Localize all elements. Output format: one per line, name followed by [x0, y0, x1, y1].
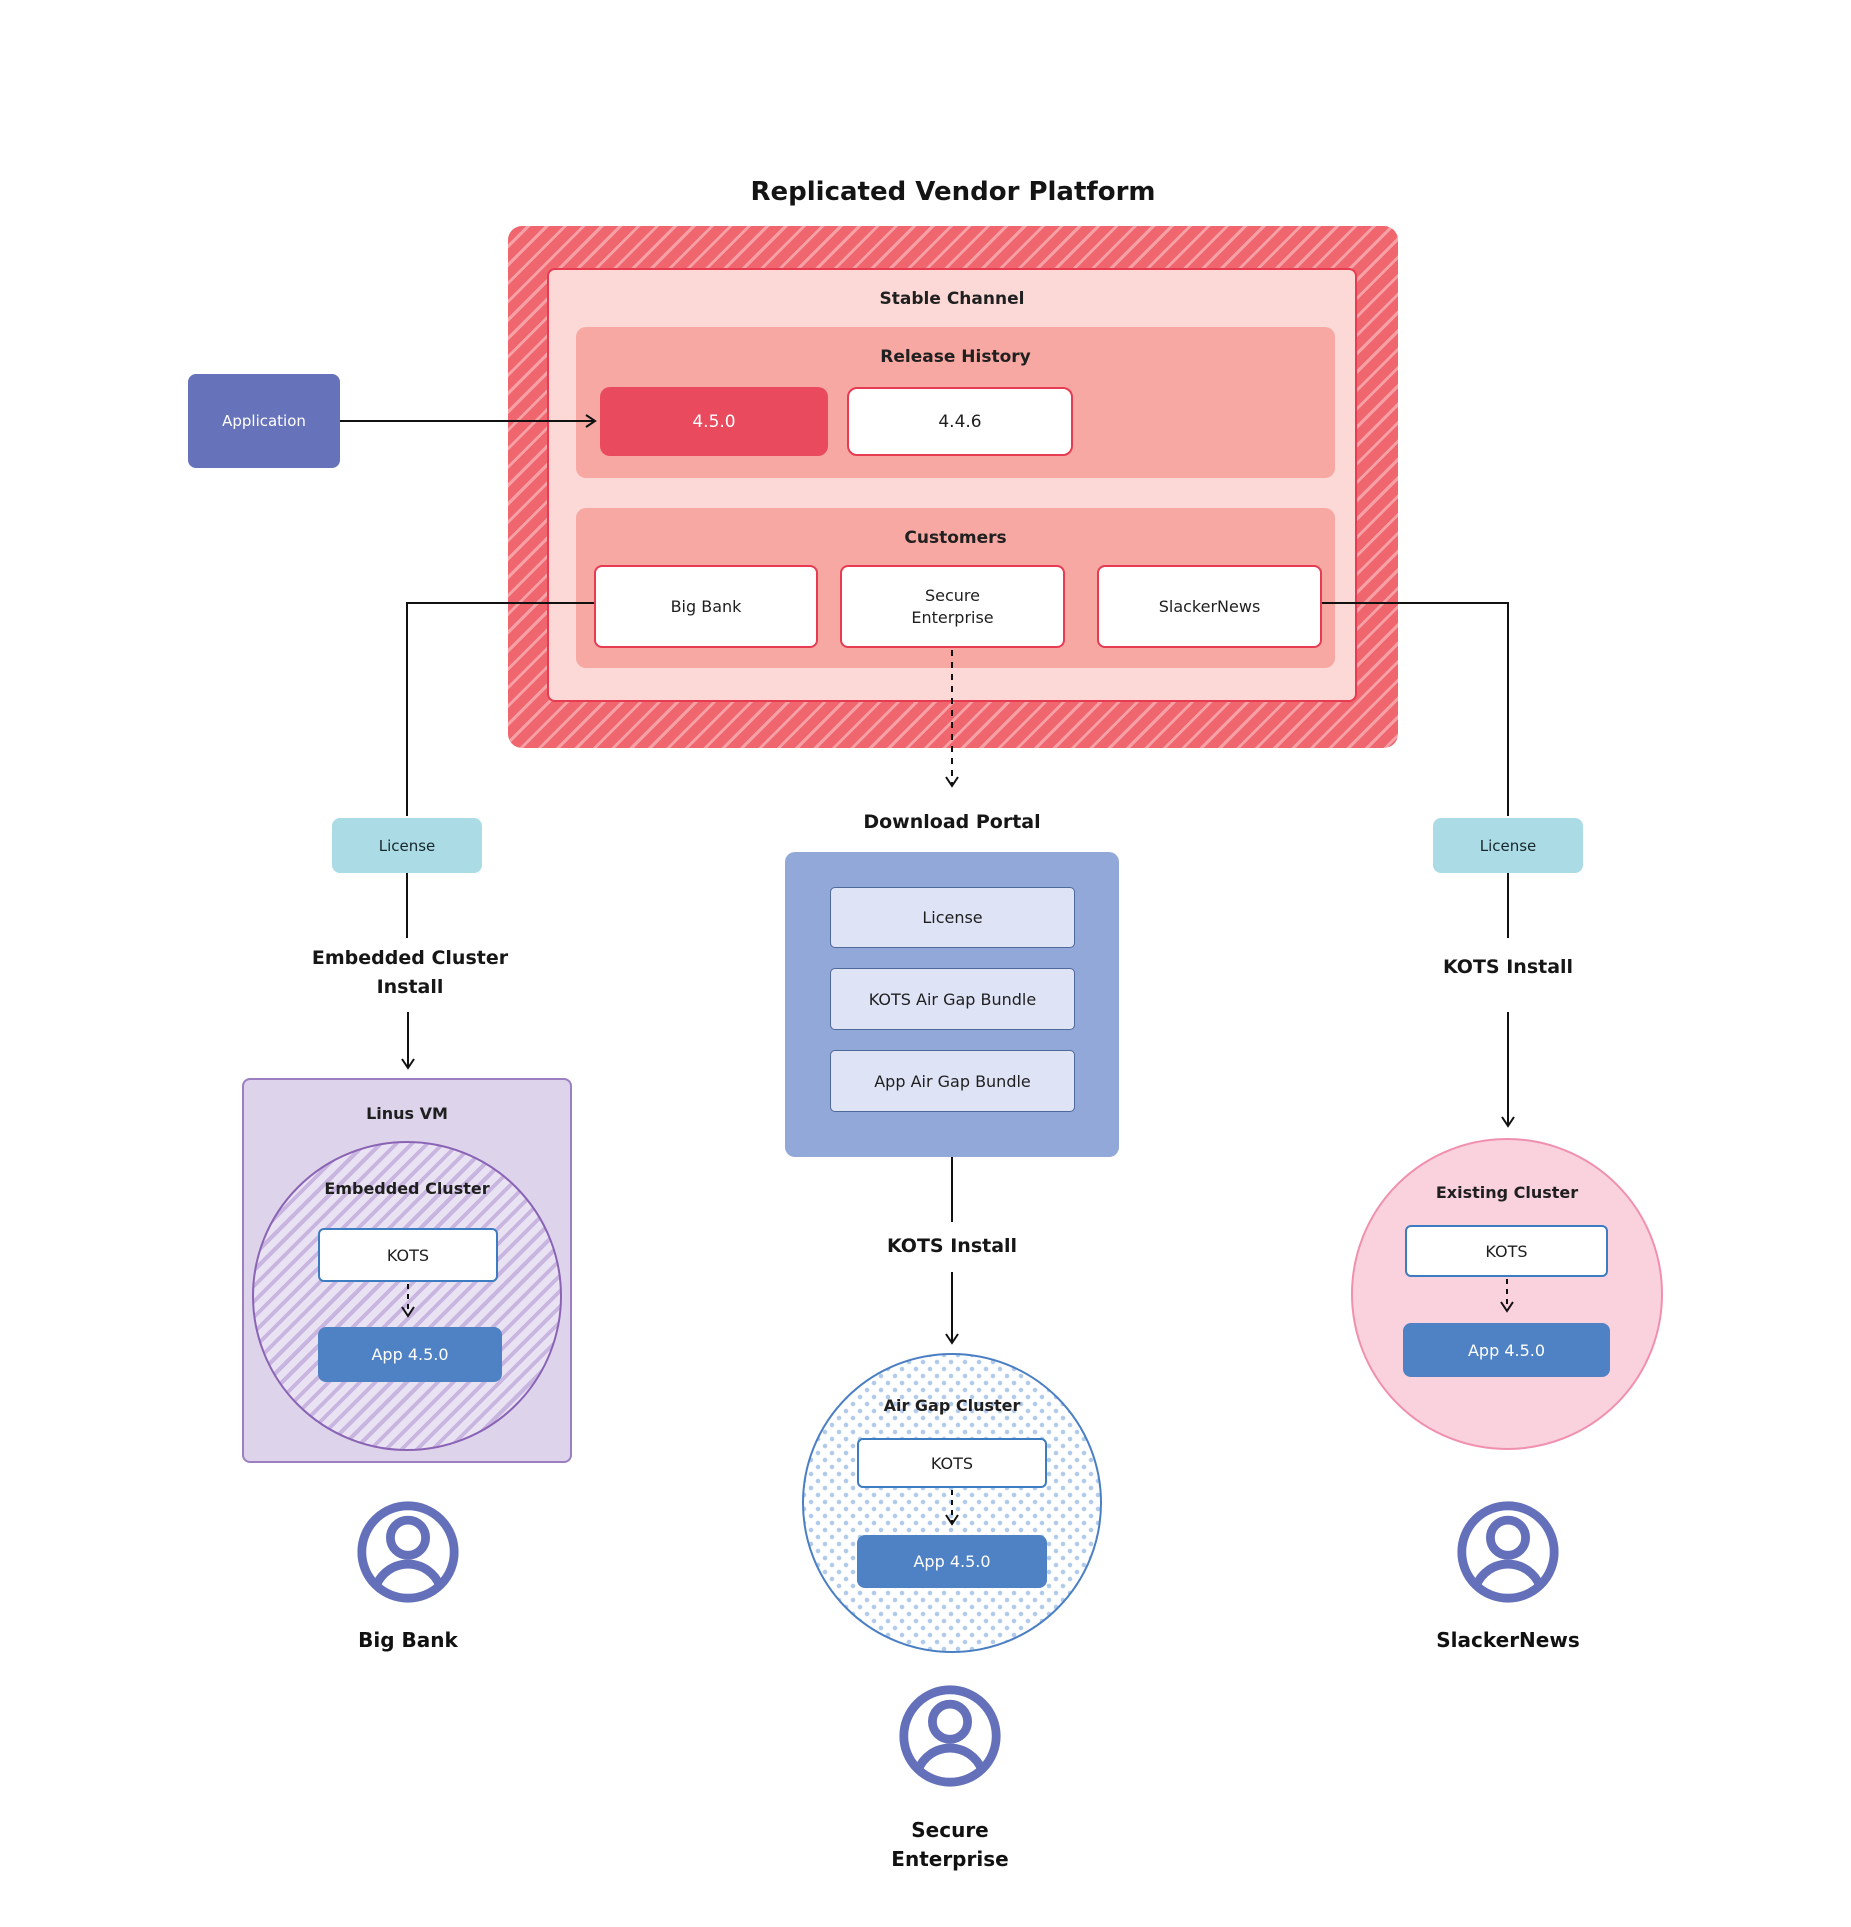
existing-cluster-label: Existing Cluster: [1435, 1182, 1579, 1202]
customer-big-bank-label: Big Bank: [670, 596, 742, 616]
big-bank-user-label: Big Bank: [358, 1628, 458, 1652]
left-app-box: App 4.5.0: [318, 1327, 502, 1382]
linus-vm-label: Linus VM: [366, 1103, 448, 1123]
big-bank-user-icon: [357, 1501, 459, 1603]
embedded-cluster-circle: [252, 1141, 562, 1451]
secure-enterprise-user-line2: Enterprise: [891, 1847, 1009, 1871]
customer-secure-line2: Enterprise: [911, 607, 994, 627]
release-4-5-0: 4.5.0: [600, 387, 828, 456]
middle-kots-install-label: KOTS Install: [886, 1235, 1018, 1257]
embedded-cluster-install-line1: Embedded Cluster: [311, 947, 509, 969]
portal-item-app-airgap-bundle: App Air Gap Bundle: [830, 1050, 1075, 1112]
left-kots-box: KOTS: [318, 1228, 498, 1282]
portal-item-license: License: [830, 887, 1075, 948]
stable-channel-label: Stable Channel: [879, 289, 1025, 309]
air-gap-cluster-label: Air Gap Cluster: [883, 1395, 1021, 1415]
air-gap-cluster-circle: [802, 1353, 1102, 1653]
right-kots-box: KOTS: [1405, 1225, 1608, 1277]
application-box: Application: [188, 374, 340, 468]
release-4-4-6: 4.4.6: [847, 387, 1073, 456]
diagram-title: Replicated Vendor Platform: [750, 177, 1156, 207]
left-license-box: License: [332, 818, 482, 873]
customer-secure-enterprise: Secure Enterprise: [840, 565, 1065, 648]
embedded-cluster-label: Embedded Cluster: [324, 1178, 490, 1198]
customer-big-bank: Big Bank: [594, 565, 818, 648]
slackernews-user-label: SlackerNews: [1436, 1628, 1580, 1652]
embedded-cluster-install-line2: Install: [376, 976, 444, 998]
secure-enterprise-user-icon: [899, 1685, 1001, 1787]
customer-slackernews-label: SlackerNews: [1158, 596, 1261, 616]
right-kots-install-label: KOTS Install: [1442, 956, 1574, 978]
customer-secure-line1: Secure: [924, 585, 980, 605]
middle-app-box: App 4.5.0: [857, 1535, 1047, 1588]
download-portal-label: Download Portal: [863, 811, 1041, 833]
middle-kots-box: KOTS: [857, 1438, 1047, 1488]
customer-slackernews: SlackerNews: [1097, 565, 1322, 648]
right-license-box: License: [1433, 818, 1583, 873]
right-app-box: App 4.5.0: [1403, 1323, 1610, 1377]
portal-item-kots-airgap-bundle: KOTS Air Gap Bundle: [830, 968, 1075, 1030]
customers-label: Customers: [904, 528, 1007, 548]
embedded-cluster-install-label: Embedded Cluster Install: [260, 944, 560, 1002]
release-history-label: Release History: [880, 347, 1031, 367]
secure-enterprise-user-line1: Secure: [911, 1818, 989, 1842]
secure-enterprise-user-label: Secure Enterprise: [800, 1816, 1100, 1874]
slackernews-user-icon: [1457, 1501, 1559, 1603]
